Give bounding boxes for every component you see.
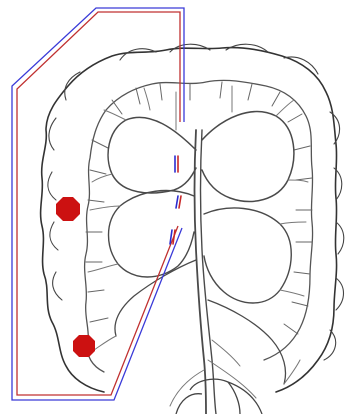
colon-inner-wall: [85, 80, 313, 372]
vessel-clips: [170, 156, 181, 244]
wire-blue: [12, 8, 184, 400]
markers: [56, 197, 95, 357]
clip-middle-blue: [176, 196, 178, 208]
clip-lower-red: [173, 230, 175, 244]
vessel-right-upper-loop: [202, 112, 294, 202]
vessel-left-upper-loop: [108, 117, 196, 193]
vessel-right-lower-loop: [208, 300, 286, 384]
guide-wires: [12, 8, 184, 400]
colon-haustra-right: [324, 112, 344, 360]
rectum-segment: [176, 379, 262, 414]
marker-lower: [73, 335, 95, 357]
mesenteric-vessels: [88, 86, 308, 414]
vessel-right-middle-loop: [204, 208, 291, 303]
vessel-branches: [88, 86, 308, 406]
vessel-left-middle-loop: [109, 191, 195, 277]
marker-upper: [56, 197, 80, 221]
clip-middle-red: [179, 196, 181, 208]
